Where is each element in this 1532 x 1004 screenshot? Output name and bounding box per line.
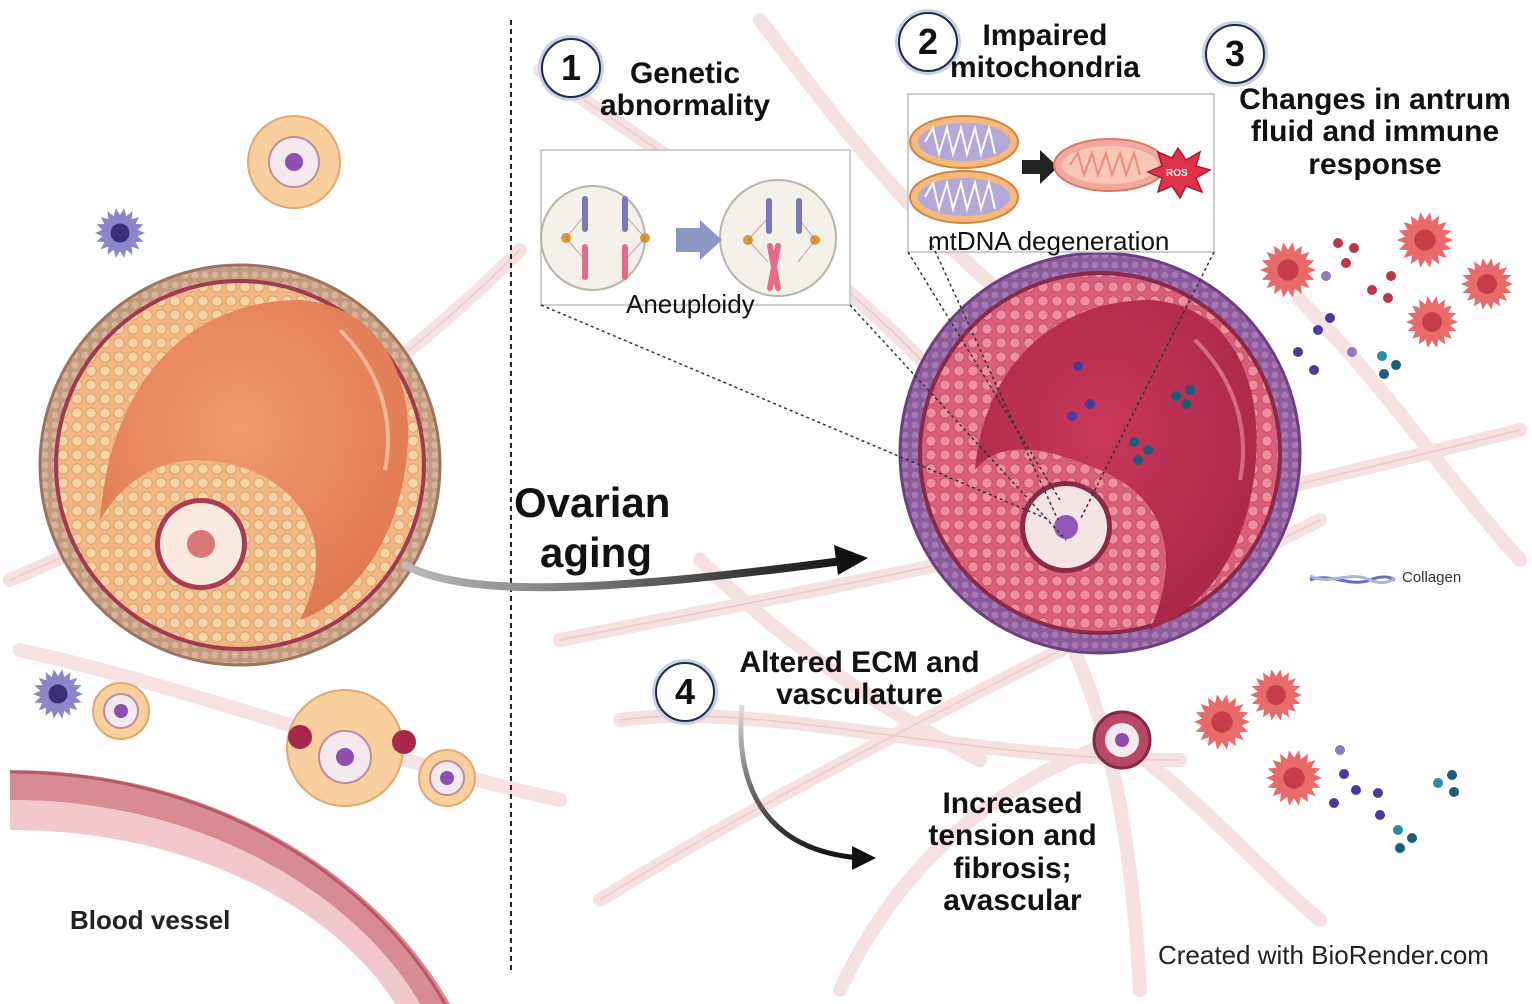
- aneuploidy-box: [540, 149, 851, 306]
- step-4-badge: 4: [655, 662, 715, 722]
- immune-cell-nucleus: [1477, 274, 1497, 294]
- small-follicles: [92, 115, 1152, 807]
- fibrosis-label: Increased tension and fibrosis; avascula…: [928, 787, 1097, 918]
- mitochondria-box: [907, 93, 1215, 253]
- blood-vessel-label: Blood vessel: [70, 905, 231, 935]
- young-follicle: [38, 263, 442, 667]
- credit-label: Created with BioRender.com: [1158, 940, 1489, 970]
- immune-cell-nucleus: [1422, 312, 1442, 332]
- immune-cell-nucleus: [1277, 259, 1299, 281]
- blood-vessel: [9, 770, 450, 1004]
- mtdna-label: mtDNA degeneration: [928, 226, 1170, 256]
- immune-cell-nucleus: [48, 684, 68, 704]
- step-1-title: Genetic abnormality: [599, 57, 771, 123]
- ros-label: ROS: [1166, 168, 1188, 179]
- cytokine-particles: [1293, 238, 1459, 853]
- immune-cell-nucleus: [1283, 767, 1305, 789]
- ecm-arrow: [738, 704, 861, 861]
- ovarian-aging-label-line2: aging: [540, 529, 652, 576]
- collagen-label: Collagen: [1402, 569, 1462, 586]
- immune-cell-nucleus: [1414, 229, 1436, 251]
- ros-burst: [1146, 146, 1212, 200]
- step-3-badge: 3: [1205, 24, 1265, 84]
- aged-follicle: [898, 251, 1302, 655]
- step-2-badge: 2: [898, 12, 958, 72]
- immune-cell-nucleus: [1266, 685, 1286, 705]
- step-3-title: Changes in antrum fluid and immune respo…: [1239, 83, 1511, 181]
- step-4-title: Altered ECM and vasculature: [739, 646, 980, 712]
- collagen-legend-icon: [1309, 574, 1396, 585]
- immune-cell-nucleus: [110, 223, 130, 243]
- ovarian-aging-label-line1: Ovarian: [514, 479, 671, 526]
- immune-cells: [33, 208, 1513, 806]
- ovarian-aging-arrow: [403, 556, 851, 592]
- step-1-badge: 1: [541, 38, 601, 98]
- aneuploidy-label: Aneuploidy: [626, 289, 755, 319]
- step-2-title: Impaired mitochondria: [949, 19, 1140, 85]
- pointer-lines: [540, 239, 1215, 541]
- immune-cell-nucleus: [1211, 711, 1233, 733]
